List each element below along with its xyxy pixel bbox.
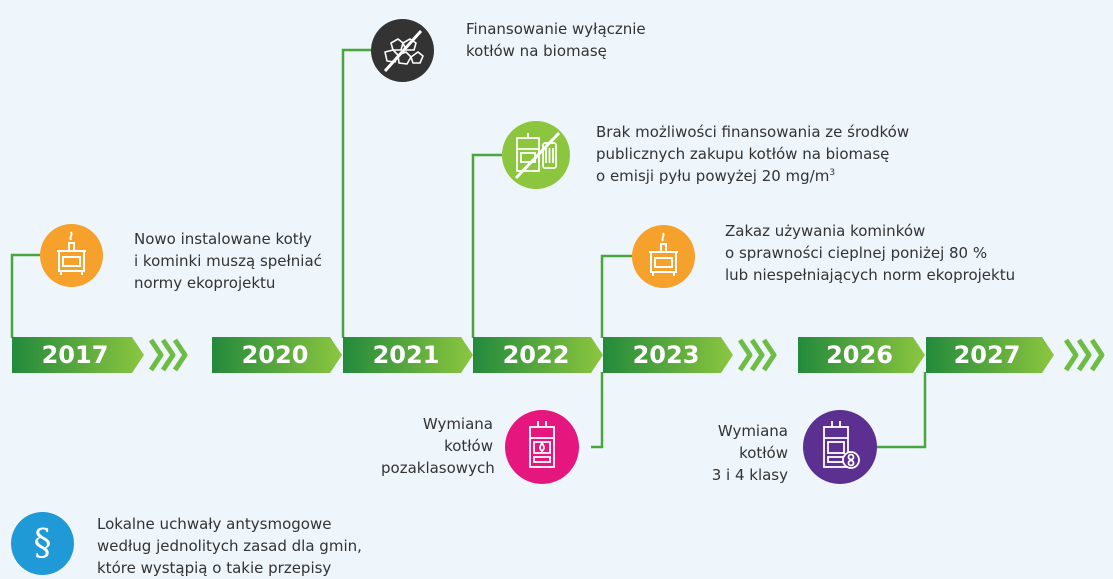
event-2021-text: Finansowanie wyłącznie kotłów na biomasę xyxy=(466,20,646,60)
connector-2021 xyxy=(341,48,371,338)
chevron-icon xyxy=(172,338,188,372)
chevron-icon xyxy=(737,338,753,372)
boiler-icon xyxy=(505,410,579,484)
chevron-icon xyxy=(749,338,765,372)
event-2023-top-text: Zakaz używania kominków o sprawności cie… xyxy=(725,222,1016,284)
year-segment-2021 xyxy=(343,337,473,373)
year-label-2027: 2027 xyxy=(953,341,1021,369)
chevron-icon xyxy=(761,338,777,372)
stove-icon xyxy=(40,224,103,287)
year-label-2021: 2021 xyxy=(372,341,440,369)
connector-2023-top xyxy=(600,254,632,338)
chevron-icon xyxy=(160,338,176,372)
event-2022-text: Brak możliwości finansowania ze środków … xyxy=(596,123,910,185)
no-coal-icon xyxy=(371,19,434,82)
event-2017-text: Nowo instalowane kotły i kominki muszą s… xyxy=(134,230,322,292)
connector-2022 xyxy=(471,153,502,338)
paragraph-icon: § xyxy=(11,512,74,575)
year-segment-2023 xyxy=(603,337,733,373)
chevron-icon xyxy=(1089,338,1105,372)
chevron-icon xyxy=(148,338,164,372)
year-label-2023: 2023 xyxy=(632,341,700,369)
connector-2023-bottom xyxy=(591,372,604,449)
year-label-2020: 2020 xyxy=(241,341,309,369)
boiler-class-icon xyxy=(803,410,877,484)
year-label-2026: 2026 xyxy=(826,341,893,369)
stove-icon xyxy=(632,225,695,288)
paragraph-symbol: § xyxy=(33,523,52,564)
year-label-2022: 2022 xyxy=(502,341,570,369)
year-segment-2017 xyxy=(12,337,144,373)
year-segment-2020 xyxy=(212,337,342,373)
year-segment-2027 xyxy=(926,337,1054,373)
no-boiler-icon xyxy=(502,121,570,189)
local-resolutions-text: Lokalne uchwały antysmogowe według jedno… xyxy=(97,515,362,577)
chevron-icon xyxy=(1076,338,1092,372)
year-segment-2022 xyxy=(473,337,603,373)
connector-2027 xyxy=(876,372,927,449)
year-label-2017: 2017 xyxy=(41,341,109,369)
connector-2017 xyxy=(10,253,40,338)
chevron-icon xyxy=(1063,338,1079,372)
event-2027-text: Wymiana kotłów 3 i 4 klasy xyxy=(711,422,788,484)
event-2023-bottom-text: Wymiana kotłów pozaklasowych xyxy=(381,415,495,477)
year-segment-2026 xyxy=(798,337,925,373)
